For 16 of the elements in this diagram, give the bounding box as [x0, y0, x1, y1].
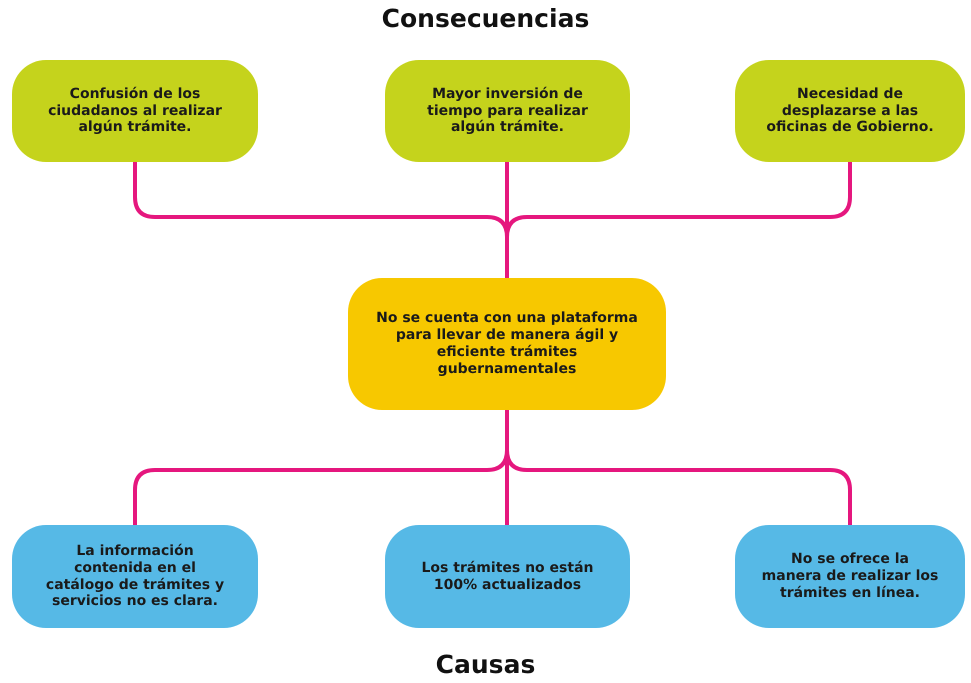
- caption: Causas: [436, 650, 536, 679]
- box-text: No se cuenta con una plataforma para llevar de manera ágil y eficiente trámites gubernamentales: [375, 310, 639, 378]
- box-text: La información contenida en el catálogo de trámites y servicios no es clara.: [44, 542, 226, 610]
- rounded-box: [12, 525, 258, 628]
- rounded-box: [385, 525, 630, 628]
- rounded-box: [735, 60, 965, 162]
- rounded-box: [348, 278, 666, 410]
- rounded-box: [735, 525, 965, 628]
- box-text: Confusión de los ciudadanos al realizar algún trámite.: [47, 86, 223, 136]
- box-text: Los trámites no están 100% actualizados: [420, 560, 594, 594]
- title: Consecuencias: [382, 4, 590, 33]
- box-text: No se ofrece la manera de realizar los trámites en línea.: [761, 551, 939, 602]
- box-text: Necesidad de desplazarse a las oficinas de Gobierno.: [765, 86, 935, 136]
- box-text: Mayor inversión de tiempo para realizar algún trámite.: [426, 86, 589, 136]
- rounded-box: [385, 60, 630, 162]
- rounded-box: [12, 60, 258, 162]
